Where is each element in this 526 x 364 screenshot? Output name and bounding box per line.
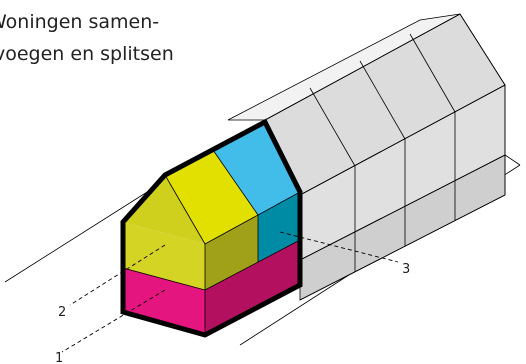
callout-line-3 xyxy=(279,231,399,263)
caption-line-1: Woningen samen- xyxy=(0,11,160,33)
yellow-front-face xyxy=(123,222,205,290)
callout-line-2 xyxy=(69,244,166,306)
caption-line-2: voegen en splitsen xyxy=(0,43,174,65)
magenta-side-face xyxy=(205,240,300,335)
ground-line-right xyxy=(504,154,521,166)
callout-lines xyxy=(61,231,399,353)
gray-house-row xyxy=(227,13,506,301)
label-1: 1 xyxy=(55,351,63,364)
cyan-roof xyxy=(213,122,300,215)
yellow-roof-right xyxy=(165,150,258,244)
label-3: 3 xyxy=(402,262,410,277)
gray-grid xyxy=(264,13,506,301)
colored-house xyxy=(120,118,303,338)
callout-line-1 xyxy=(61,289,166,353)
yellow-roof-left xyxy=(123,175,205,244)
colored-house-outline xyxy=(120,118,303,338)
yellow-side-face xyxy=(205,215,258,290)
diagram-caption: Woningen samen- voegen en splitsen xyxy=(0,4,206,68)
label-2: 2 xyxy=(58,305,66,320)
